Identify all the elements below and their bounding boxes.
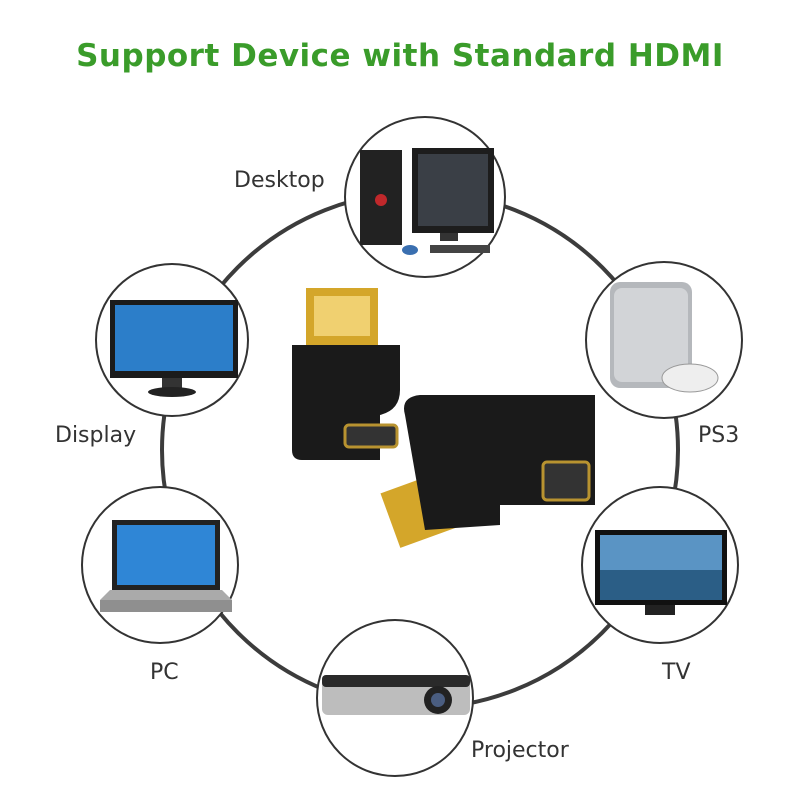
desktop-circle [344, 116, 506, 278]
label-display: Display [55, 423, 137, 448]
hdmi-adapter-90-degree [292, 288, 400, 460]
page-title: Support Device with Standard HDMI [76, 38, 724, 74]
tv-circle [581, 486, 739, 644]
label-pc: PC [150, 660, 179, 685]
display-circle [95, 263, 249, 417]
label-ps3: PS3 [698, 423, 740, 448]
projector-circle [316, 619, 474, 777]
label-tv: TV [662, 660, 691, 685]
hdmi-adapter-270-degree [380, 395, 595, 548]
label-desktop: Desktop [234, 168, 325, 193]
ps3-circle [585, 261, 743, 419]
label-projector: Projector [471, 738, 569, 763]
pc-circle [81, 486, 239, 644]
